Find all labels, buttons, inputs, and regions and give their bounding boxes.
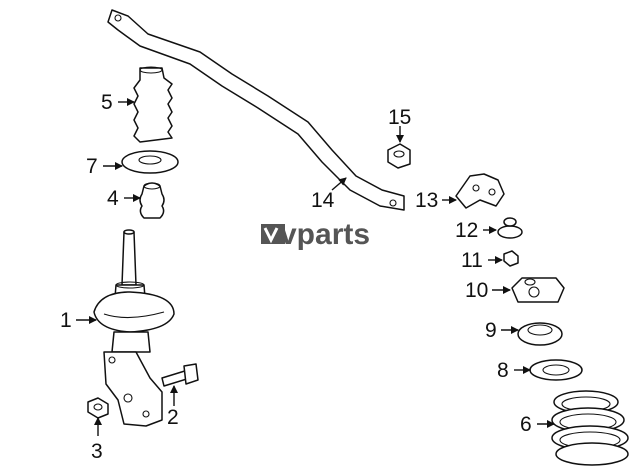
callout-1: 1 [60,309,72,332]
bump-stop [139,182,165,219]
strut-assembly [93,229,175,427]
callout-labels: 1 2 3 4 5 6 7 8 9 10 11 12 13 14 15 [60,91,532,463]
callout-12: 12 [455,219,478,242]
upper-spring-seat [121,150,179,174]
callout-13: 13 [415,189,438,212]
leader-arrows [76,98,555,436]
bolt [161,363,199,387]
callout-15: 15 [388,106,411,129]
callout-3: 3 [91,440,103,463]
callout-7: 7 [86,155,98,178]
vparts-logo: vparts [261,218,370,251]
stabilizer-link-bracket [455,173,505,209]
callout-5: 5 [101,91,113,114]
mount-nut [503,250,519,267]
dust-boot [133,66,173,143]
callout-6: 6 [520,413,532,436]
stabilizer-bar [107,9,405,211]
mount-cap [497,217,523,239]
link-nut [387,143,411,169]
spring-insulator [529,359,583,381]
nut [87,397,109,419]
logo-text: vparts [280,218,370,251]
coil-spring [551,390,629,466]
callout-2: 2 [167,406,179,429]
callout-14: 14 [311,189,335,212]
callout-9: 9 [485,319,497,342]
callout-4: 4 [107,187,119,210]
callout-8: 8 [497,359,509,382]
strut-mount [511,277,565,303]
strut-bearing [517,322,563,346]
callout-11: 11 [461,249,483,272]
callout-10: 10 [465,279,488,302]
